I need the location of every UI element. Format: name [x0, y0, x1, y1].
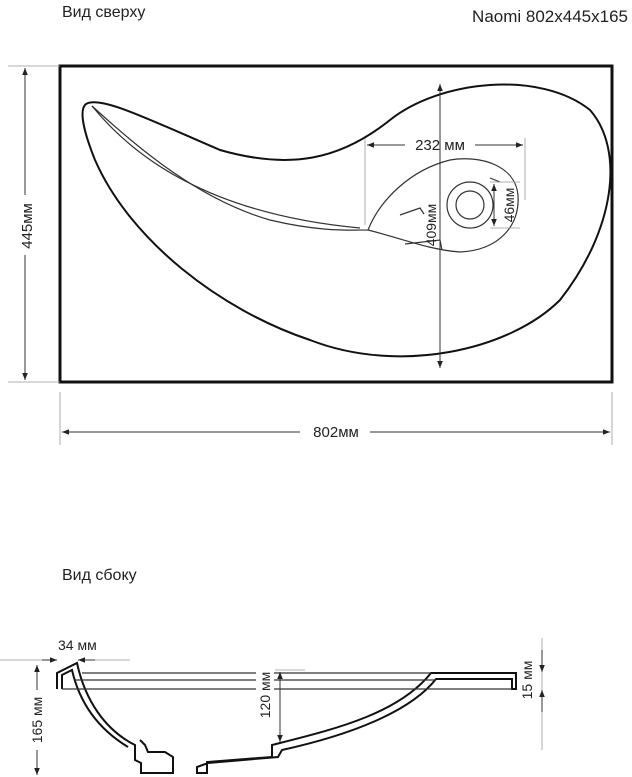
model-title: Naomi 802x445x165 [472, 7, 628, 26]
dim-rim-thickness: 15 мм [519, 661, 535, 700]
dim-bowl-length: 409мм [423, 204, 439, 247]
dim-bowl-depth: 120 мм [257, 672, 273, 719]
side-view-title: Вид сбоку [62, 567, 137, 584]
drain-inner [455, 190, 485, 220]
countertop-outline [58, 64, 614, 384]
drain-outer [446, 181, 494, 229]
dim-drain: 46мм [501, 188, 517, 223]
drain-detail [399, 177, 501, 251]
dim-total-height: 165 мм [29, 697, 45, 744]
side-view: 34 мм 165 мм 120 мм 15 мм [0, 637, 545, 775]
dim-width: 802мм [313, 424, 359, 441]
bowl-inner-ridge [91, 105, 519, 253]
bowl-outline [81, 83, 612, 358]
side-profile-inner [61, 668, 129, 748]
dim-rim-width: 34 мм [58, 637, 97, 653]
side-profile-right [196, 672, 517, 774]
side-profile-outer [56, 661, 174, 774]
top-view: 445мм 802мм 232 мм 409мм 46мм [8, 64, 614, 445]
bowl-inner-edge [91, 105, 361, 229]
dim-height: 445мм [19, 203, 36, 249]
top-view-title: Вид сверху [62, 4, 145, 21]
